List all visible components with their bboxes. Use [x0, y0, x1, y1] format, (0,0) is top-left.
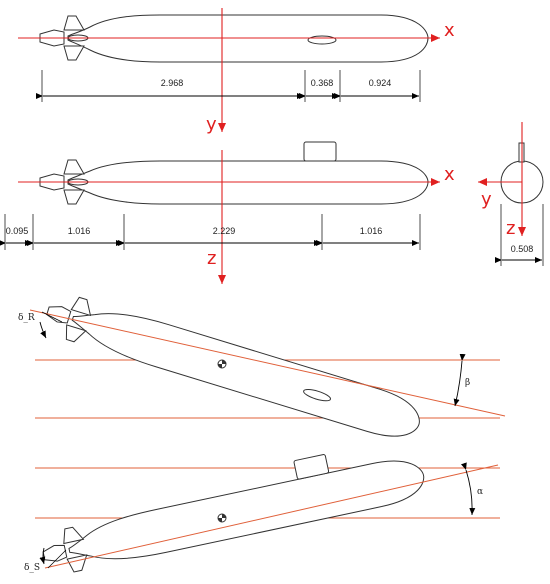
drift-angle-arc — [453, 353, 466, 407]
drift-body-axis — [29, 309, 506, 417]
side-dim-label-2: 1.016 — [68, 226, 91, 236]
side-view: x z — [18, 141, 455, 284]
side-view-sail — [303, 141, 337, 162]
top-view-lower-fin — [63, 45, 85, 61]
top-dim-label-3: 0.924 — [369, 78, 392, 88]
top-dim-label-1: 2.968 — [161, 78, 184, 88]
side-dim-label-1: 0.095 — [6, 226, 29, 236]
attack-angle-label: α — [477, 487, 483, 497]
drift-angle-view: δ_R β — [18, 296, 506, 437]
side-view-dimensions: 0.095 1.016 2.229 1.016 — [0, 214, 421, 250]
drift-hull — [71, 313, 420, 437]
attack-angle-view: δ_S α — [24, 454, 500, 573]
attack-body-axis — [44, 464, 499, 569]
top-view-dimensions: 2.968 0.368 0.924 — [36, 70, 421, 102]
attack-angle-arc — [461, 462, 476, 516]
top-view-x-label: x — [444, 20, 455, 41]
drift-submarine — [46, 296, 420, 437]
rudder-line — [41, 311, 63, 323]
front-view-y-label: y — [481, 189, 492, 210]
top-dim-label-2: 0.368 — [311, 78, 334, 88]
side-view-lower-fin — [63, 189, 85, 205]
side-dim-label-3: 2.229 — [213, 226, 236, 236]
side-dim-label-4: 1.016 — [360, 226, 383, 236]
drift-angle-label: β — [465, 378, 470, 388]
front-view: y z 0.508 — [478, 122, 544, 266]
attack-cg-fill — [218, 514, 226, 522]
side-view-upper-fin — [63, 159, 85, 175]
side-view-z-label: z — [207, 248, 216, 269]
drift-lower-fin — [65, 324, 87, 343]
drift-sail-outline — [303, 389, 331, 402]
attack-upper-fin — [63, 526, 85, 545]
drift-upper-fin — [70, 296, 92, 317]
stern-plane-line — [47, 549, 67, 569]
attack-sail — [293, 454, 330, 480]
top-view-y-label: y — [206, 114, 217, 135]
stern-plane-angle-label: δ_S — [24, 563, 40, 573]
side-view-x-label: x — [444, 164, 455, 185]
rudder-angle-label: δ_R — [18, 313, 35, 323]
top-view: x y — [18, 8, 455, 135]
stern-plane-angle-arc — [39, 547, 46, 565]
top-view-sail — [307, 35, 337, 45]
drift-cg-fill — [218, 360, 226, 368]
front-view-z-label: z — [506, 218, 515, 239]
front-dim-label: 0.508 — [511, 244, 534, 254]
attack-submarine — [42, 454, 425, 573]
attack-hull — [68, 460, 425, 560]
rudder-angle-arc — [39, 321, 47, 339]
attack-propeller — [42, 544, 68, 562]
top-view-upper-fin — [63, 15, 85, 31]
attack-lower-fin — [66, 554, 88, 573]
